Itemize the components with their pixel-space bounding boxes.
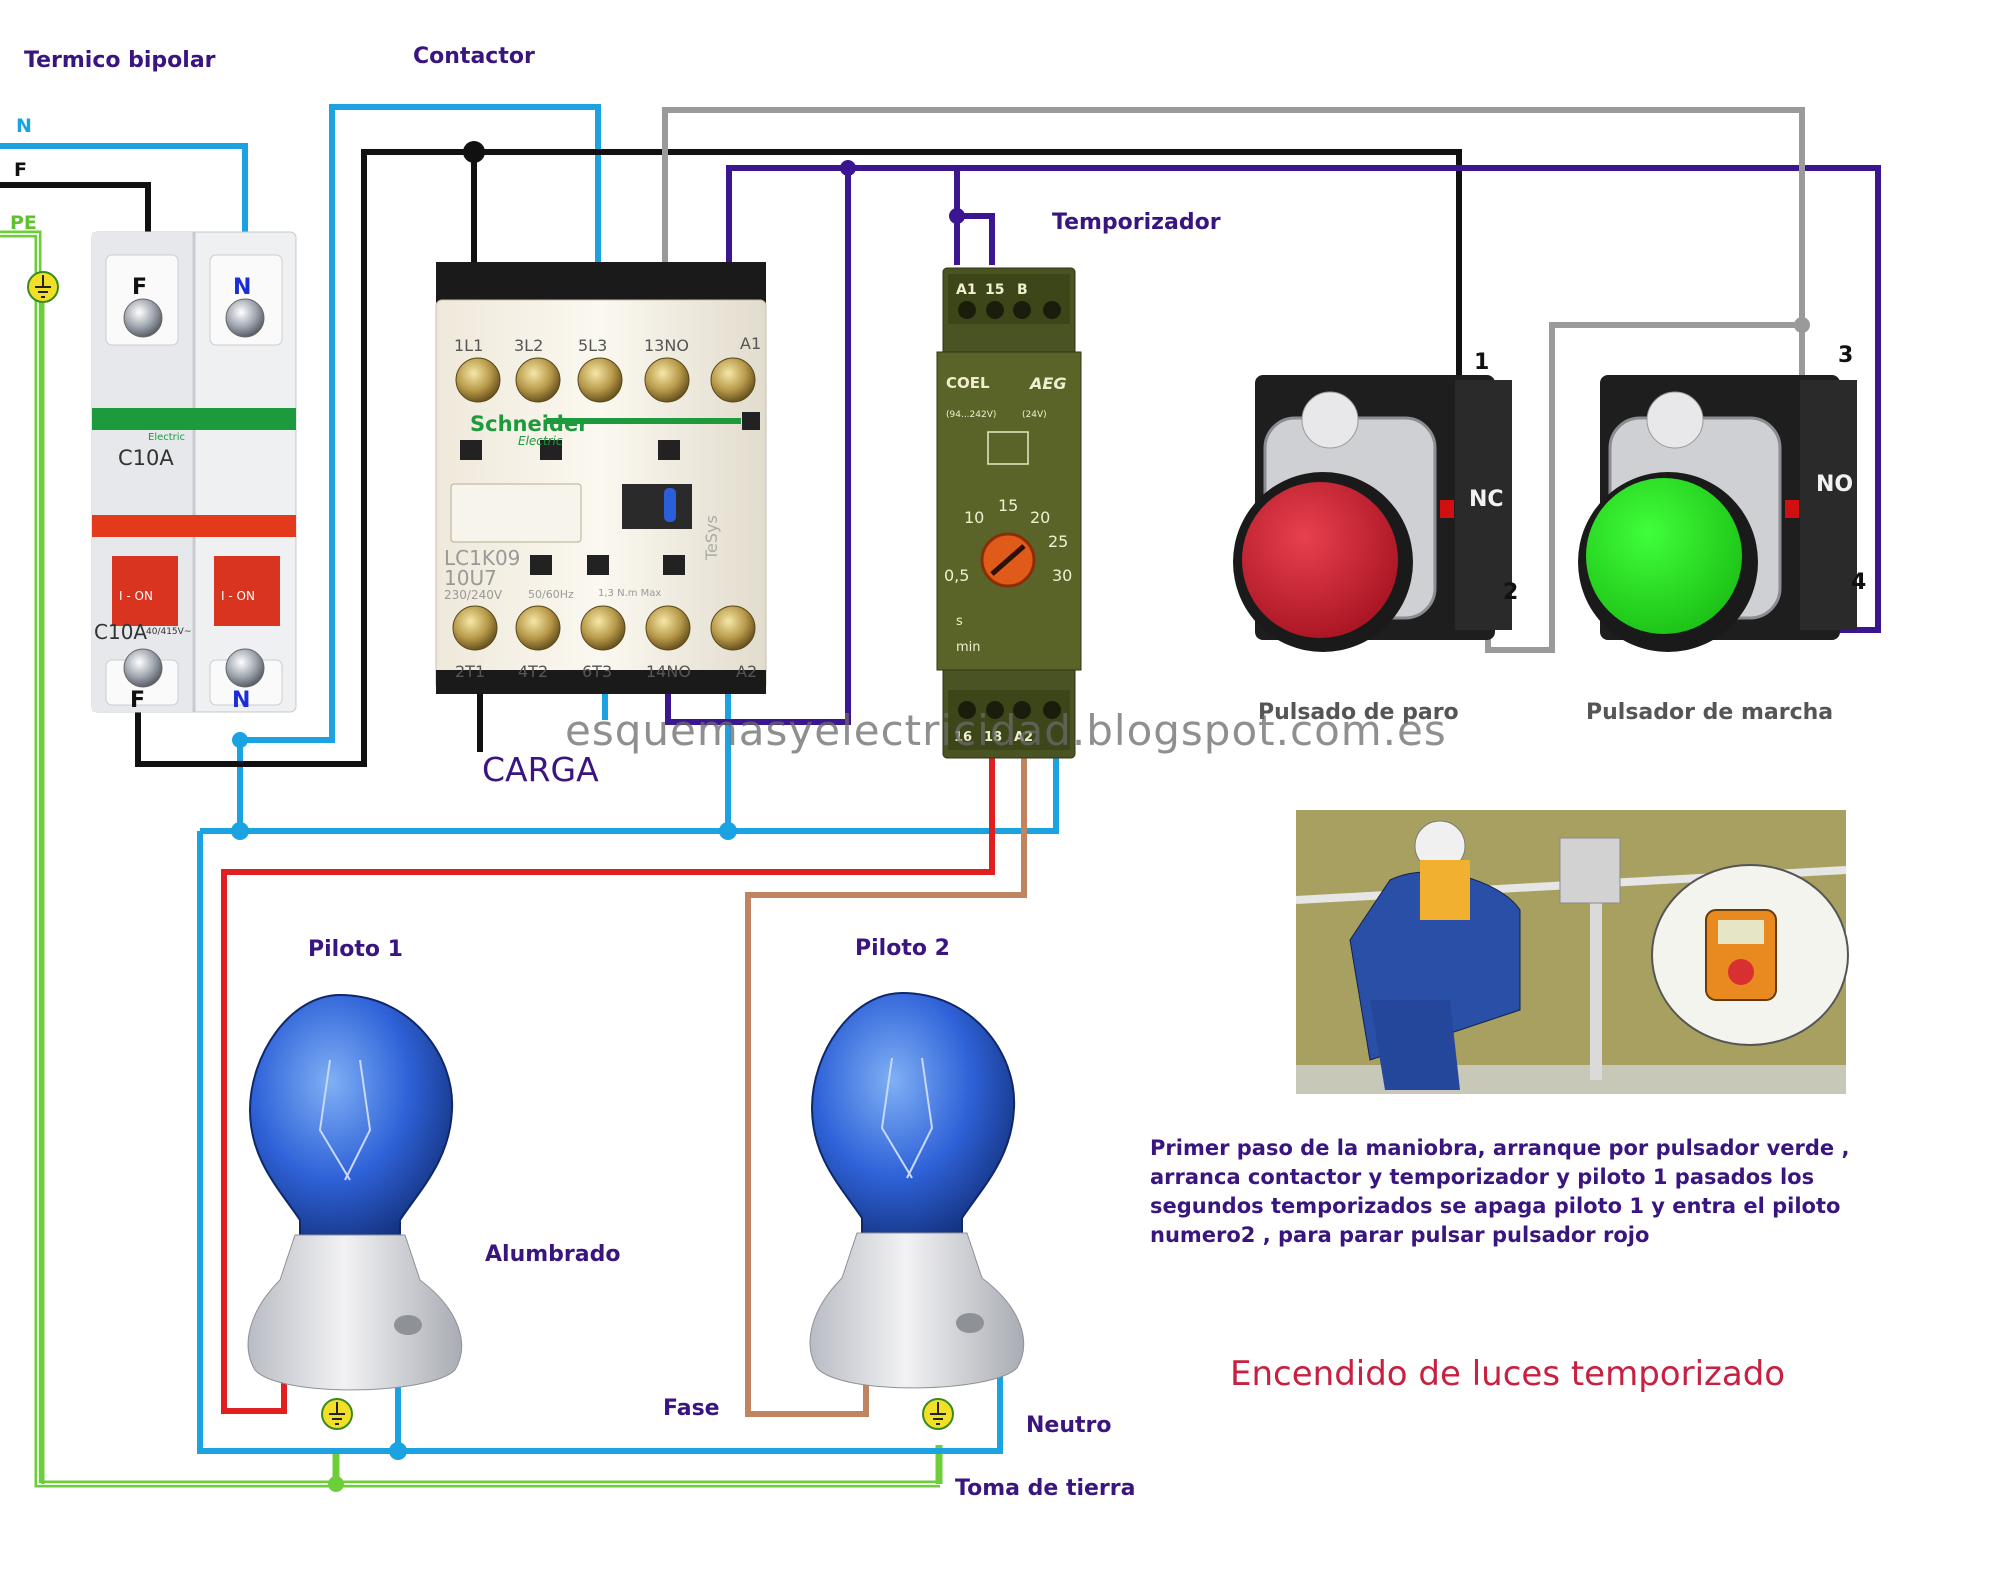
contactor-terminal-14no: 14NO (646, 662, 691, 681)
timer-unit-min: min (956, 640, 981, 655)
contactor-brand: Schneider (470, 412, 589, 436)
timer-brand: COEL (946, 374, 990, 392)
breaker-screw-top-left (123, 298, 163, 338)
timer-terminal-b: B (1017, 282, 1028, 298)
breaker-terminal-bottom-right: N (232, 688, 251, 713)
timer-scale-20: 20 (1030, 508, 1051, 527)
start-button-label: Pulsador de marcha (1586, 700, 1834, 725)
timer-scale-25: 25 (1048, 532, 1069, 551)
stop-button-label: Pulsado de paro (1258, 700, 1459, 725)
timer-voltage2: (24V) (1022, 410, 1047, 420)
start-button-cap[interactable] (1586, 478, 1742, 634)
contactor-terminal-2t1: 2T1 (455, 662, 486, 681)
ground-label: Toma de tierra (955, 1476, 1136, 1501)
breaker-brand-sub: Electric (148, 432, 186, 443)
breaker-screw-bottom-left (123, 648, 163, 688)
contactor-freq: 50/60Hz (528, 588, 574, 601)
timer-scale-15: 15 (998, 496, 1019, 515)
phase-label: Fase (663, 1396, 720, 1421)
timer-scale-05: 0,5 (944, 566, 970, 585)
start-terminal-3: 3 (1838, 343, 1854, 368)
neutral-wire-label: N (16, 115, 32, 137)
diagram-title: Encendido de luces temporizado (1230, 1354, 1786, 1394)
contactor-terminal-4t2: 4T2 (518, 662, 549, 681)
contactor-terminal-5l3: 5L3 (578, 336, 608, 355)
contactor-series: TeSys (702, 515, 721, 560)
breaker-rating: C10A (118, 446, 174, 470)
contactor-torque: 1,3 N.m Max (598, 588, 662, 599)
timer-label: Temporizador (1052, 210, 1221, 235)
earth-wire-label: PE (10, 212, 37, 234)
breaker-terminal-top-right: N (233, 275, 252, 300)
timer-terminal-a2: A2 (1014, 730, 1034, 745)
start-push-button[interactable] (1578, 375, 1857, 652)
pe-ground-icon (27, 271, 59, 303)
neutral-label: Neutro (1026, 1413, 1112, 1438)
contactor-terminal-6t3: 6T3 (582, 662, 613, 681)
timer-brand2: AEG (1030, 374, 1067, 393)
breaker (91, 231, 297, 713)
contactor-voltage: 230/240V (444, 588, 503, 602)
breaker-label: Termico bipolar (24, 48, 216, 73)
breaker-terminal-bottom-left: F (130, 688, 146, 713)
pilot2-label: Piloto 2 (855, 936, 950, 961)
stop-push-button[interactable] (1233, 375, 1512, 652)
contactor-top-screws (455, 357, 756, 403)
watermark: esquemasyelectricidad.blogspot.com.es (565, 706, 1447, 755)
contactor-terminal-a2: A2 (736, 662, 758, 681)
earth-wire (0, 230, 943, 1488)
pilot1-wire (221, 757, 995, 1414)
breaker-switch-left: I - ON (119, 589, 153, 603)
timer-terminal-16: 16 (954, 730, 973, 745)
pilot2-wire (745, 757, 1027, 1417)
contactor-label: Contactor (413, 44, 535, 69)
load-label: CARGA (482, 750, 599, 789)
timer-terminal-15: 15 (985, 282, 1005, 298)
timer (936, 267, 1082, 759)
timer-scale-30: 30 (1052, 566, 1073, 585)
contactor-terminal-13no: 13NO (644, 336, 689, 355)
start-terminal-4: 4 (1851, 570, 1867, 595)
breaker-terminal-top-left: F (132, 275, 148, 300)
timer-scale-10: 10 (964, 508, 985, 527)
start-contact-type: NO (1816, 472, 1854, 497)
wire-junctions (231, 141, 1810, 1492)
breaker-brand: Schneider (98, 414, 194, 434)
stop-button-cap[interactable] (1242, 482, 1398, 638)
stop-contact-type: NC (1469, 487, 1504, 512)
breaker-rating-lower: C10A (94, 620, 148, 644)
breaker-screw-bottom-right (225, 648, 265, 688)
breaker-volts: 40/415V~ (146, 627, 192, 637)
breaker-screw-top-right (225, 298, 265, 338)
phase-wire-label: F (14, 159, 27, 181)
contactor-brand-sub: Electric (518, 434, 563, 448)
timer-terminal-a1: A1 (956, 282, 977, 298)
pilot2-bulb (809, 991, 1025, 1430)
breaker-switch-right: I - ON (221, 589, 255, 603)
contactor-model-sub: 10U7 (444, 566, 497, 590)
description: Primer paso de la maniobra, arranque por… (1150, 1136, 1850, 1247)
stop-terminal-1: 1 (1474, 350, 1490, 375)
contactor-terminal-1l1: 1L1 (454, 336, 484, 355)
lighting-label: Alumbrado (485, 1242, 621, 1267)
contactor-model: LC1K09 (444, 546, 521, 570)
pilot1-label: Piloto 1 (308, 937, 403, 962)
pilot1-bulb (247, 993, 463, 1430)
timer-terminal-18: 18 (984, 730, 1003, 745)
electrician-illustration (1295, 810, 1849, 1094)
timer-unit-s: s (956, 614, 963, 629)
stop-terminal-2: 2 (1503, 580, 1519, 605)
contactor-terminal-3l2: 3L2 (514, 336, 544, 355)
contactor-bottom-screws (452, 605, 756, 651)
timer-voltage: (94...242V) (946, 410, 997, 420)
contactor (435, 262, 767, 694)
contactor-terminal-a1: A1 (740, 334, 762, 353)
